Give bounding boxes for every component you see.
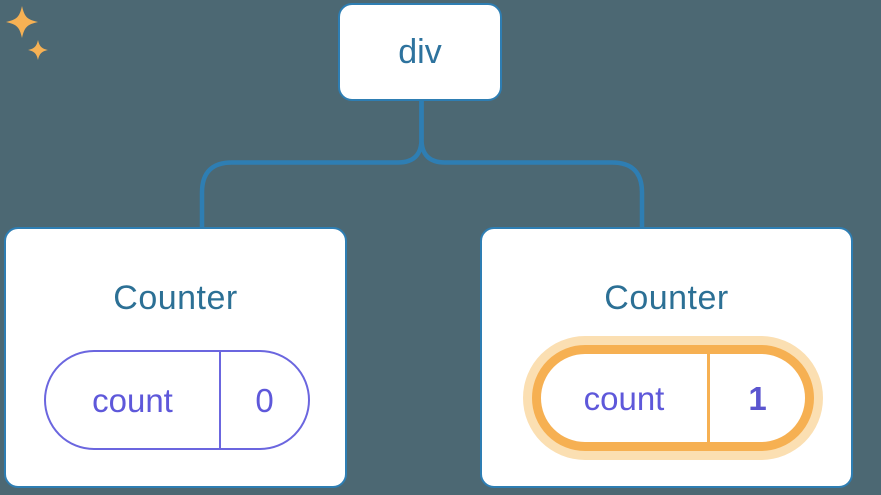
- state-value-cell: 0: [221, 352, 308, 448]
- state-value-label: 0: [255, 381, 274, 419]
- sparkle-icon: [6, 6, 48, 60]
- tree-node-counter-right: Counter count 1: [480, 227, 853, 488]
- state-key-label: count: [92, 381, 173, 419]
- connector-left: [199, 99, 424, 228]
- state-key-label: count: [583, 379, 665, 417]
- node-title: Counter: [604, 279, 729, 317]
- connector-right: [419, 99, 645, 228]
- tree-node-counter-left: Counter count 0: [4, 227, 347, 488]
- tree-node-div: div: [338, 3, 502, 101]
- node-title: Counter: [113, 279, 238, 317]
- sparkle-small: [28, 40, 48, 60]
- state-pill-highlighted: count 1: [532, 345, 814, 451]
- sparkle-large: [6, 6, 38, 38]
- state-value-cell: 1: [710, 354, 805, 442]
- state-key-cell: count: [541, 354, 710, 442]
- state-value-label: 1: [748, 379, 767, 417]
- state-pill: count 0: [44, 350, 310, 450]
- state-key-cell: count: [46, 352, 221, 448]
- node-label: div: [398, 33, 442, 71]
